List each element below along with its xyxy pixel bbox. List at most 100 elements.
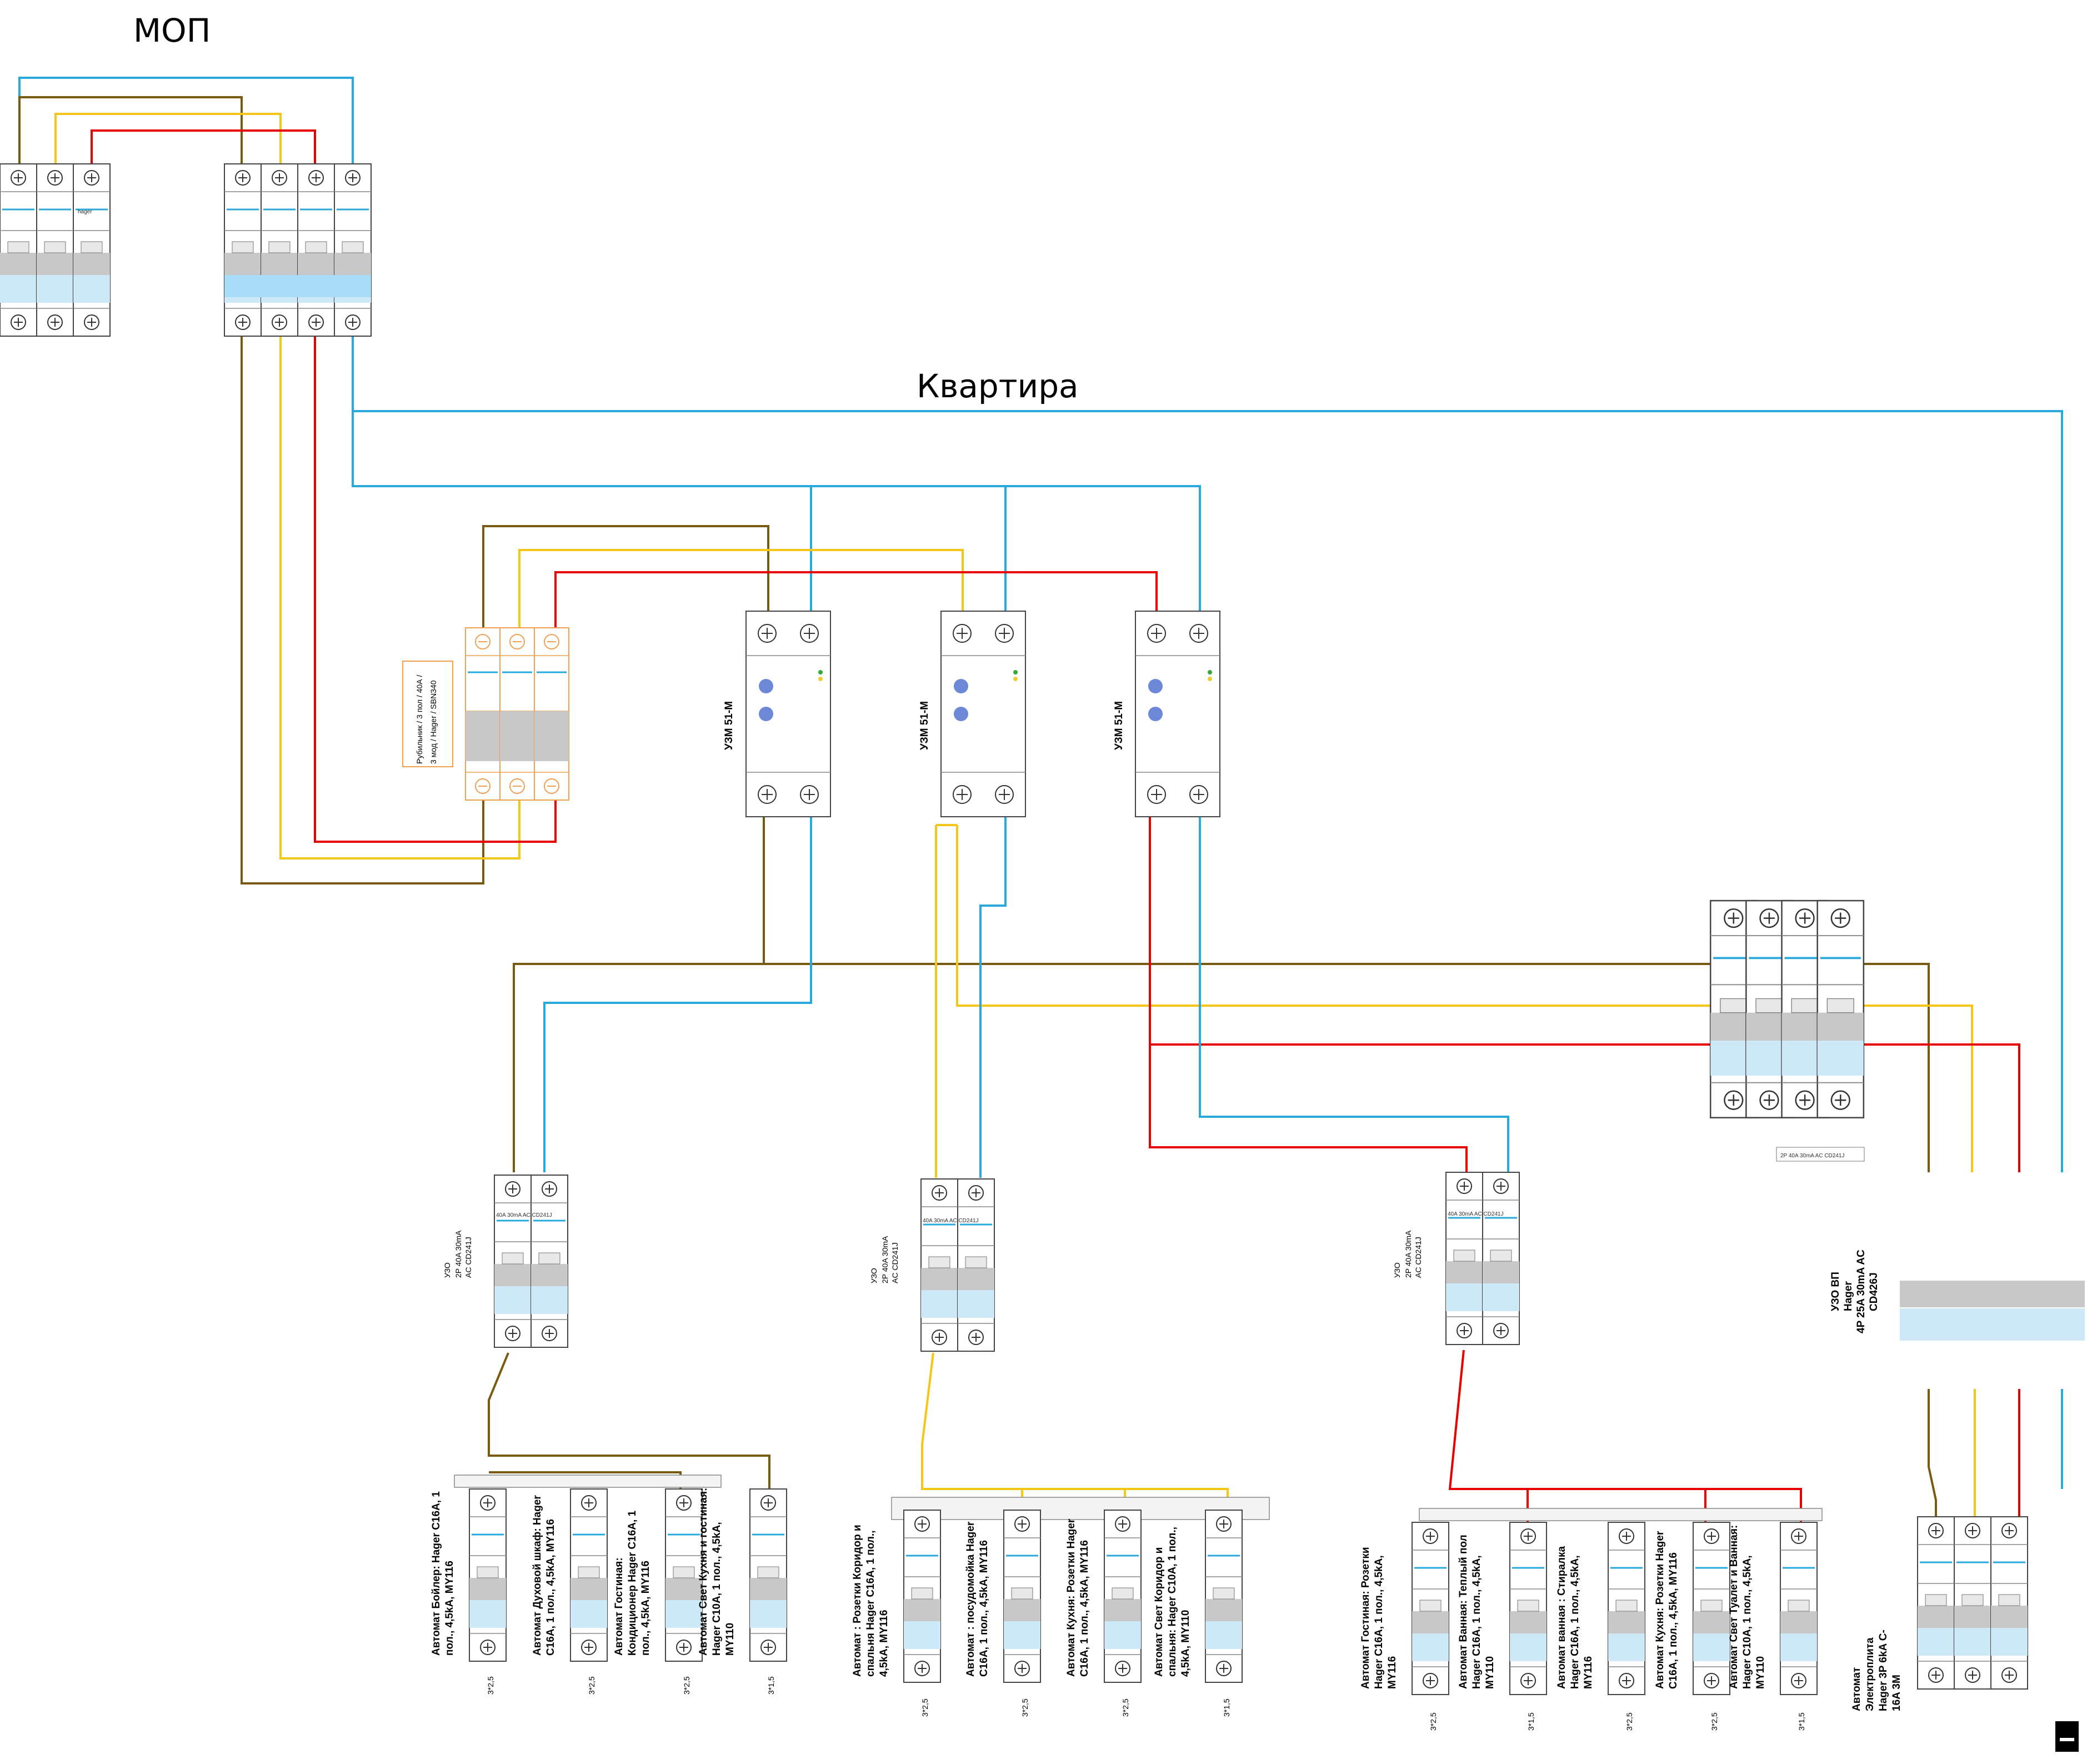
breaker-label: Hager C16A, 1 пол., 4,5kA, — [1373, 1555, 1385, 1689]
stove-label-4: 16A 3M — [1891, 1675, 1903, 1711]
wire-blue-feed — [18, 77, 354, 164]
cable-spec: 3*1,5 — [1797, 1712, 1806, 1731]
stove-label-3: Hager 3P 6kA C- — [1878, 1630, 1889, 1711]
wire-red-uzm — [554, 571, 1158, 628]
stove-breaker-3p: Автомат Электроплита Hager 3P 6kA C- 16A… — [1851, 1516, 2029, 1711]
breaker-g3-5: Автомат Свет Туалет и Ванная:Hager C10A,… — [1728, 1521, 1818, 1731]
wire-yellow-feed — [54, 113, 282, 164]
cable-spec: 3*2,5 — [1121, 1698, 1130, 1717]
rcd-4p-label-1: УЗО ВП — [1830, 1272, 1841, 1311]
rcd-1-label-2: 2P 40A 30mA — [454, 1230, 463, 1278]
wire-yellow-uzm2-out — [956, 825, 1973, 1172]
mop-breaker-3p: hager — [0, 163, 111, 337]
corner-mark — [2055, 1721, 2079, 1752]
wire-brown-stove — [1928, 1389, 1937, 1522]
uzm-relay-3: УЗМ 51-М — [1113, 611, 1220, 817]
breaker-label: Hager C16A, 1 пол., 4,5kA, — [1471, 1555, 1483, 1689]
breaker-label: MY110 — [724, 1623, 736, 1656]
cable-spec: 3*1,5 — [767, 1676, 775, 1695]
breaker-label: Автомат ванная : Стиралка — [1556, 1546, 1568, 1689]
breaker-label: Автомат Кухня: Розетки Hager — [1654, 1531, 1666, 1689]
cable-spec: 3*2,5 — [1429, 1712, 1438, 1731]
breaker-label: C16A, 1 пол., 4,5kA, MY116 — [1668, 1552, 1679, 1689]
wire-red-uzm3-out — [1149, 817, 2020, 1172]
rcd-2-label-1: УЗО — [869, 1268, 878, 1283]
cable-spec: 3*2,5 — [1710, 1712, 1719, 1731]
wires — [18, 77, 2063, 1522]
breaker-label: Кондиционер Hager C16A, 1 — [627, 1510, 638, 1656]
zone-title-mop: МОП — [133, 12, 211, 49]
brand-logo: hager — [78, 209, 92, 215]
uzm-relay-1: УЗМ 51-М — [723, 611, 831, 817]
rcd-4p-vp: 2P 40A 30mA AC CD241J УЗО ВП Hager 4P 25… — [1709, 900, 2085, 1341]
breaker-label: Автомат Ванная: Теплый пол — [1458, 1535, 1469, 1689]
rcd-2-label-3: AC CD241J — [890, 1242, 899, 1283]
breaker-label: C16A, 1 пол., 4,5kA, MY116 — [978, 1540, 990, 1677]
uzm-3-label: УЗМ 51-М — [1113, 701, 1125, 750]
wire-brown-uzm — [482, 525, 769, 628]
breaker-label: Автомат Свет Туалет и Ванная: — [1728, 1525, 1740, 1689]
breaker-label: Автомат Гостиная: Розетки — [1360, 1547, 1372, 1689]
rcd-3-label-3: AC CD241J — [1414, 1237, 1423, 1278]
breaker-label: пол., 4,5kA, MY116 — [444, 1561, 456, 1656]
cable-spec: 3*1,5 — [1222, 1698, 1231, 1717]
breaker-label: Hager C10A, 1 пол., 4,5kA, — [1741, 1555, 1753, 1689]
cable-spec: 3*2,5 — [587, 1676, 596, 1695]
breaker-label: MY116 — [1583, 1656, 1594, 1689]
rcd-3-label-1: УЗО — [1393, 1262, 1402, 1278]
rcd-4p-label-2: Hager — [1843, 1281, 1854, 1311]
breaker-label: 4,5kA, MY110 — [1180, 1610, 1192, 1677]
din-rail-3 — [1419, 1508, 1823, 1521]
breaker-label: MY110 — [1484, 1656, 1496, 1689]
wire-brown-uzm1-out — [763, 817, 1930, 1172]
breaker-label: Автомат Свет Коридор и — [1153, 1547, 1165, 1677]
rcd-note: 2P 40A 30mA AC CD241J — [1780, 1153, 1844, 1159]
rcd-2p-1: 40A 30mA AC CD241J УЗО 2P 40A 30mA AC CD… — [443, 1174, 569, 1348]
wire-yellow-uzm — [518, 549, 964, 628]
breaker-g1-3: Автомат Гостиная:Кондиционер Hager C16A,… — [613, 1488, 703, 1695]
breaker-label: Автомат Кухня: Розетки Hager — [1065, 1518, 1077, 1677]
breaker-label: Hager C16A, 1 пол., 4,5kA, — [1569, 1555, 1581, 1689]
breaker-label: C16A, 1 пол., 4,5kA, MY116 — [545, 1519, 557, 1656]
breaker-label: MY116 — [1387, 1656, 1398, 1689]
cable-spec: 3*2,5 — [1020, 1698, 1029, 1717]
main-switch-3p: Рубильник / 3 пол / 40А / 3 мод / Hager … — [402, 627, 570, 801]
breaker-label: Hager C10A, 1 пол., 4,5kA, — [711, 1522, 723, 1656]
rcd-4p-label-3: 4P 25A 30mA AC — [1855, 1250, 1867, 1333]
zone-title-flat: Квартира — [917, 367, 1079, 405]
uzm-relay-2: УЗМ 51-М — [919, 611, 1026, 817]
breaker-label: пол., 4,5kA, MY116 — [640, 1561, 652, 1656]
wire-blue-uzm2-out — [979, 817, 1007, 1178]
uzm-1-label: УЗМ 51-М — [723, 701, 735, 750]
cable-spec: 3*1,5 — [1527, 1712, 1535, 1731]
breaker-label: Автомат Свет Кухня и гостиная: — [698, 1488, 709, 1656]
wire-yellow-g2 — [921, 1352, 1229, 1511]
cable-spec: 3*2,5 — [486, 1676, 495, 1695]
breaker-label: спальня: Hager C10A, 1 пол., — [1167, 1527, 1178, 1677]
rcd-1-label-1: УЗО — [443, 1262, 452, 1278]
switch-label-2: 3 мод / Hager / SBN340 — [429, 680, 438, 764]
mop-rcd-4p — [223, 163, 372, 337]
wire-brown-switch — [241, 336, 484, 885]
cable-spec: 3*2,5 — [920, 1698, 929, 1717]
wire-blue-uzm3-out — [1199, 817, 1509, 1172]
uzm-2-label: УЗМ 51-М — [919, 701, 930, 750]
rcd-3-face: 40A 30mA AC CD241J — [1448, 1211, 1504, 1217]
stove-label-2: Электроплита — [1864, 1637, 1876, 1711]
wire-red-switch — [314, 336, 557, 843]
rcd-2p-2: 40A 30mA AC CD241J УЗО 2P 40A 30mA AC CD… — [869, 1178, 995, 1352]
wire-blue-uzm1-out — [543, 817, 812, 1172]
breaker-label: Автомат Духовой шкаф: Hager — [532, 1495, 543, 1656]
